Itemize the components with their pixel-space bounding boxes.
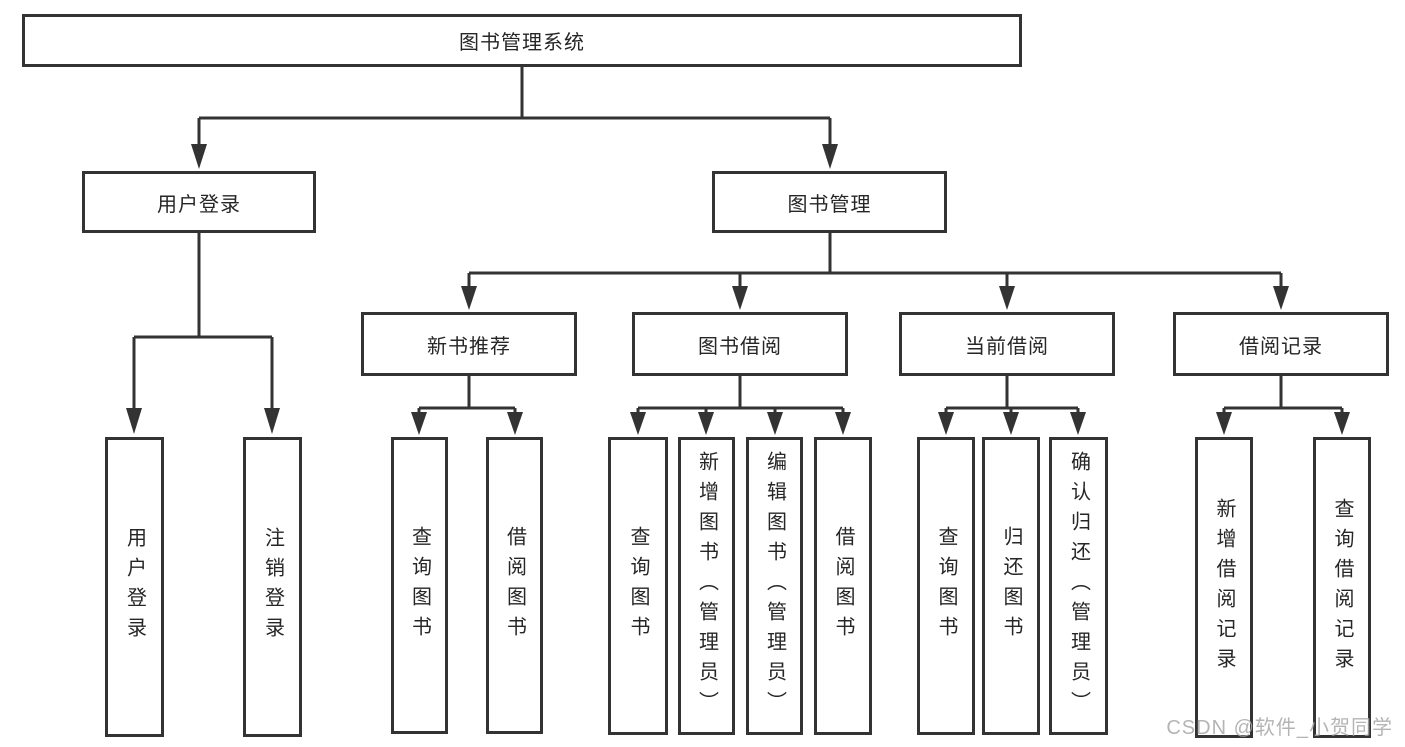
node-system-root: 图书管理系统 bbox=[22, 14, 1022, 67]
node-current-borrowing: 当前借阅 bbox=[899, 312, 1115, 376]
leaf-borrow-books-borrowing: 借阅图书 bbox=[814, 437, 872, 735]
csdn-watermark: CSDN @软件_小贺同学 bbox=[1166, 717, 1393, 739]
leaf-query-books-recommend: 查询图书 bbox=[391, 437, 448, 734]
leaf-logout: 注销登录 bbox=[243, 437, 302, 737]
leaf-user-login: 用户登录 bbox=[105, 437, 164, 737]
leaf-return-books: 归还图书 bbox=[982, 437, 1040, 735]
leaf-add-books-admin: 新增图书（管理员） bbox=[678, 437, 735, 735]
fork-book-borrowing bbox=[636, 376, 845, 414]
fork-borrowing-records bbox=[1222, 376, 1344, 414]
leaf-edit-books-admin: 编辑图书（管理员） bbox=[746, 437, 803, 735]
fork-current-borrowing bbox=[944, 376, 1080, 414]
leaf-query-books-borrowing: 查询图书 bbox=[608, 437, 668, 735]
node-borrowing-records: 借阅记录 bbox=[1173, 312, 1389, 376]
leaf-query-books-current: 查询图书 bbox=[917, 437, 975, 735]
fork-book-management bbox=[467, 233, 1283, 288]
node-user-login-branch: 用户登录 bbox=[82, 171, 316, 233]
node-book-management-branch: 图书管理 bbox=[712, 171, 947, 233]
fork-root bbox=[197, 67, 832, 146]
arrowheads bbox=[126, 144, 1350, 435]
leaf-confirm-return-admin: 确认归还（管理员） bbox=[1049, 437, 1108, 735]
leaf-borrow-books-recommend: 借阅图书 bbox=[486, 437, 543, 734]
node-new-book-recommend: 新书推荐 bbox=[361, 312, 577, 376]
fork-user-login bbox=[132, 233, 274, 410]
leaf-query-borrow-record: 查询借阅记录 bbox=[1313, 437, 1371, 738]
leaf-add-borrow-record: 新增借阅记录 bbox=[1195, 437, 1253, 738]
fork-new-book-recommend bbox=[417, 376, 517, 414]
node-book-borrowing: 图书借阅 bbox=[632, 312, 848, 376]
